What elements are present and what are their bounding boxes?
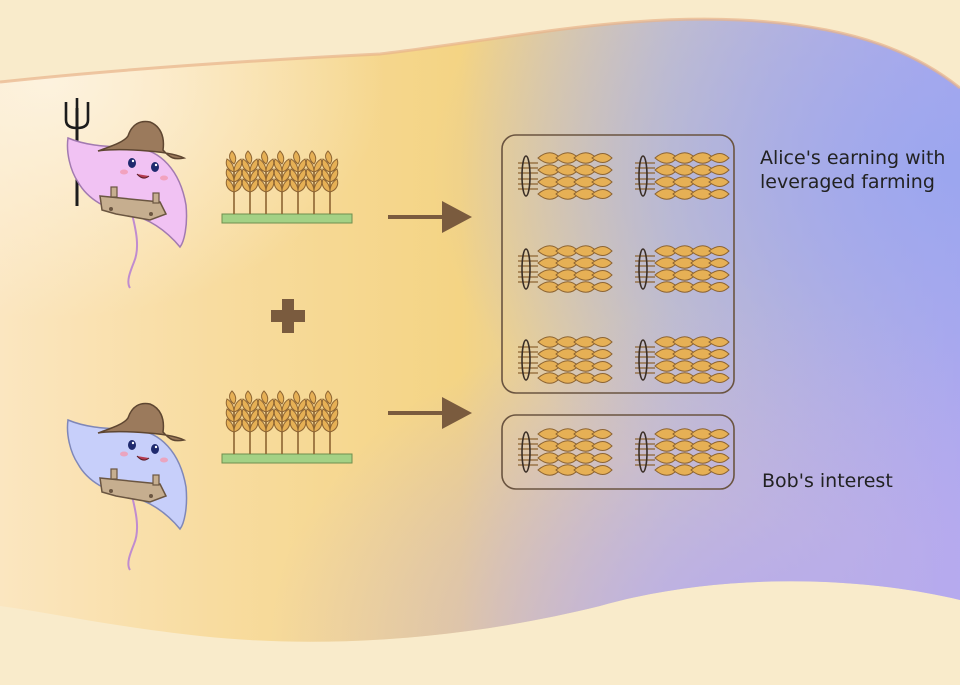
stingray-farmer-icon <box>66 402 188 571</box>
arrow-right-icon <box>388 201 472 233</box>
bob-interest-label: Bob's interest <box>762 470 893 492</box>
alice-harvest-box <box>501 134 735 394</box>
arrow-right-icon <box>388 397 472 429</box>
stingray-farmer-with-pitchfork-icon <box>64 98 188 289</box>
bob-harvest-box <box>501 414 735 490</box>
plus-icon <box>271 299 305 333</box>
blob-top-edge <box>0 17 960 90</box>
alice-earning-label: Alice's earning with leveraged farming <box>760 147 946 193</box>
